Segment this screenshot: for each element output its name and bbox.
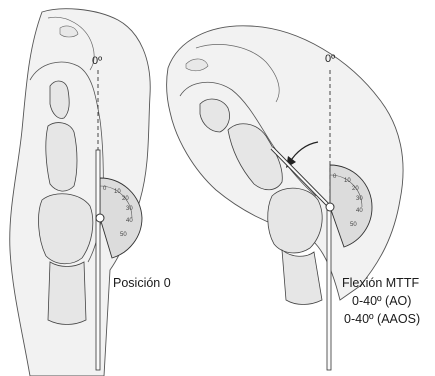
left-proximal-phalanx (46, 123, 77, 191)
left-metatarsal-head (39, 194, 93, 264)
right-tick-50: 50 (350, 222, 357, 228)
left-metatarsal-shaft (48, 262, 86, 325)
left-tick-30: 30 (126, 206, 133, 212)
right-tick-40: 40 (356, 208, 363, 214)
right-tick-20: 20 (352, 186, 359, 192)
right-caption: Flexión MTTF (342, 276, 419, 290)
right-tick-30: 30 (356, 196, 363, 202)
right-zero-degree-label: 0º (325, 53, 335, 65)
right-tick-10: 10 (344, 178, 351, 184)
range-aaos: 0-40º (AAOS) (344, 312, 420, 326)
right-metatarsal-shaft (282, 250, 322, 305)
right-goniometer-axis (326, 203, 334, 211)
left-tick-40: 40 (126, 218, 133, 224)
left-tick-50: 50 (120, 232, 127, 238)
left-goniometer-axis (96, 214, 104, 222)
range-ao: 0-40º (AO) (352, 294, 411, 308)
left-distal-phalanx (50, 81, 69, 118)
left-tick-10: 10 (114, 189, 121, 195)
right-metatarsal-head (268, 188, 322, 253)
right-panel: 0 10 20 30 40 50 0º Flexión MTTF 0-40º (… (167, 26, 420, 370)
right-goniometer-fixed-arm (327, 205, 331, 370)
left-caption: Posición 0 (113, 276, 171, 290)
left-zero-degree-label: 0º (92, 55, 102, 67)
left-goniometer-fixed-arm (96, 150, 100, 370)
left-panel: 0 10 20 30 40 50 0º Posición 0 (10, 9, 171, 376)
left-tick-20: 20 (122, 196, 129, 202)
